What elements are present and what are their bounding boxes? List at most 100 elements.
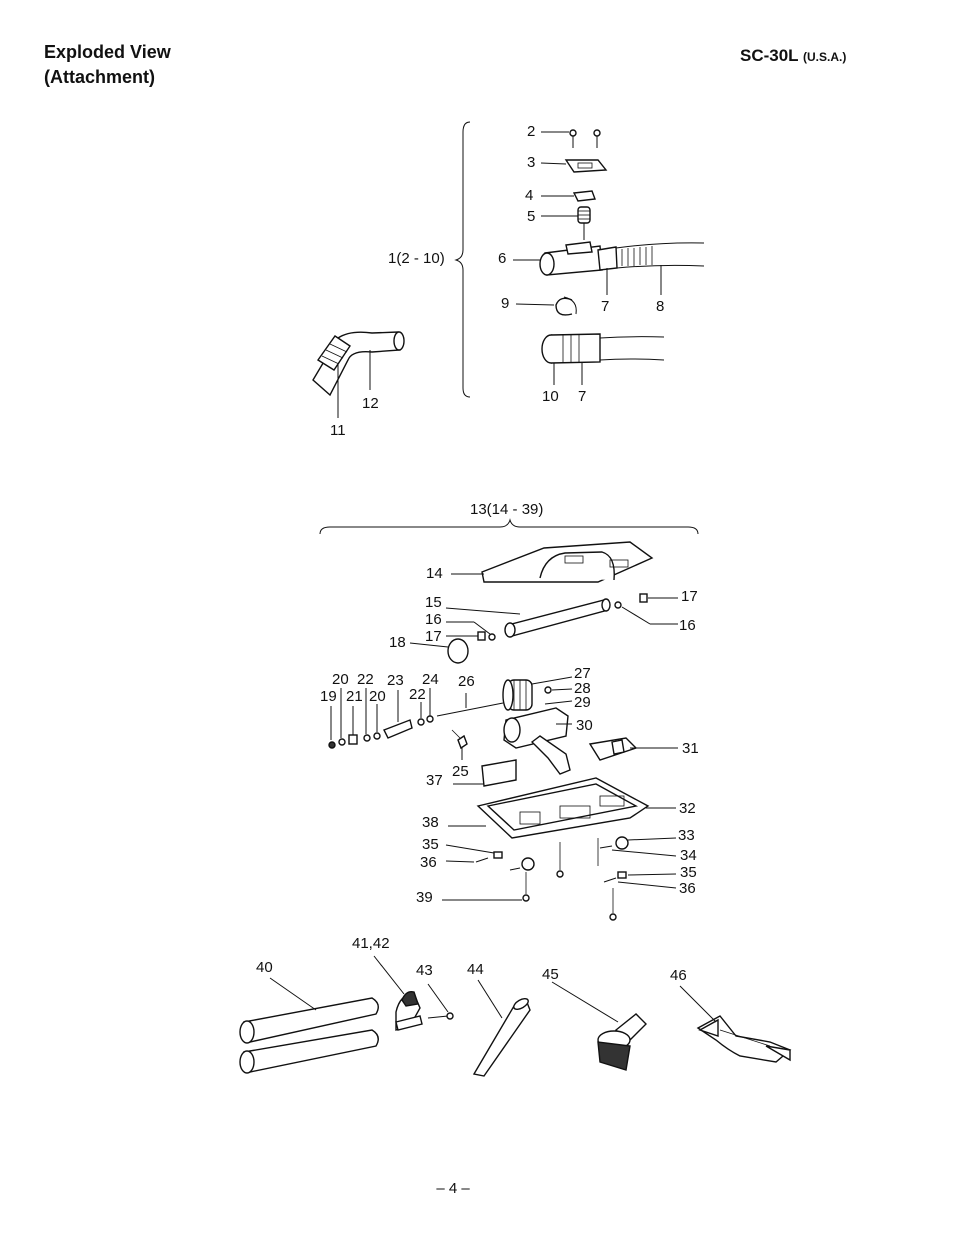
label-7b: 7 [578, 388, 586, 405]
label-24: 24 [422, 671, 439, 688]
plate-part-3 [564, 159, 608, 173]
bearing-part-16-left [488, 633, 496, 641]
label-35a: 35 [422, 836, 439, 853]
label-16b: 16 [679, 617, 696, 634]
washer-part-24 [426, 715, 434, 723]
nut-part-19 [328, 741, 336, 749]
pin-part-35-left [493, 851, 503, 859]
crevice-tool-part-44 [472, 998, 531, 1077]
nozzle-group-brace [319, 518, 699, 535]
label-27: 27 [574, 665, 591, 682]
wheel-part-33 [615, 836, 629, 850]
hose-assembly-group: 1(2 - 10) 2 3 4 5 [312, 121, 705, 439]
label-37: 37 [426, 772, 443, 789]
label-6: 6 [498, 250, 506, 267]
dusting-brush-part-45 [597, 1013, 647, 1071]
label-3: 3 [527, 154, 535, 171]
clip-ring-part-9 [555, 297, 573, 316]
label-45: 45 [542, 966, 559, 983]
bearing-part-16-right [614, 601, 622, 609]
title-line-2: (Attachment) [44, 67, 155, 87]
belt-part-18 [447, 638, 469, 664]
label-12: 12 [362, 395, 379, 412]
label-44: 44 [467, 961, 484, 978]
label-34: 34 [680, 847, 697, 864]
end-cap-part-17-right [639, 593, 648, 603]
shaft-part-26 [436, 702, 504, 717]
washer-part-20 [338, 738, 346, 746]
model-region: (U.S.A.) [803, 50, 847, 64]
label-22b: 22 [409, 686, 426, 703]
accessories-group: 40 41,42 43 44 45 [239, 935, 792, 1077]
label-5: 5 [527, 208, 535, 225]
page-number: – 4 – [436, 1180, 470, 1197]
label-16a: 16 [425, 611, 442, 628]
label-21: 21 [346, 688, 363, 705]
label-20b: 20 [369, 688, 386, 705]
hose-end-part-7 [599, 336, 665, 361]
label-33: 33 [678, 827, 695, 844]
label-19: 19 [320, 688, 337, 705]
brush-roll-part-15 [504, 598, 611, 638]
label-11: 11 [330, 422, 346, 439]
latch-part-4 [572, 190, 596, 202]
cuff-part-10 [541, 333, 601, 364]
label-17b: 17 [425, 628, 442, 645]
pulley-part-21 [348, 734, 358, 745]
model-name: SC-30L [740, 46, 799, 65]
label-9: 9 [501, 295, 509, 312]
washer-part-20b [373, 732, 381, 740]
label-25: 25 [452, 763, 469, 780]
bracket-part-37 [481, 759, 517, 787]
turbine-part-27 [502, 679, 533, 711]
label-35b: 35 [680, 864, 697, 881]
label-38: 38 [422, 814, 439, 831]
label-22a: 22 [357, 671, 374, 688]
nozzle-group-label: 13(14 - 39) [470, 501, 543, 518]
label-8: 8 [656, 298, 664, 315]
wand-clip-part-41-42 [395, 990, 423, 1031]
label-29: 29 [574, 694, 591, 711]
label-41-42: 41,42 [352, 935, 390, 952]
label-31: 31 [682, 740, 699, 757]
hose-group-brace [454, 121, 471, 398]
tool-holder-part-46 [696, 1015, 792, 1063]
label-36a: 36 [420, 854, 437, 871]
label-40: 40 [256, 959, 273, 976]
label-17a: 17 [681, 588, 698, 605]
swivel-part-11 [317, 335, 351, 371]
wheel-part-39 [521, 857, 535, 871]
axle-part-34 [599, 845, 613, 849]
spring-part-5 [577, 206, 591, 224]
pin-part-35-right [617, 871, 627, 879]
label-10: 10 [542, 388, 559, 405]
label-18: 18 [389, 634, 406, 651]
hose-group-label: 1(2 - 10) [388, 250, 445, 267]
extension-wand-part-40 [239, 997, 379, 1074]
label-26: 26 [458, 673, 475, 690]
top-cover-part-14 [481, 541, 654, 583]
hose-part-8 [615, 242, 705, 269]
end-cap-part-17-left [477, 631, 486, 641]
label-36b: 36 [679, 880, 696, 897]
label-46: 46 [670, 967, 687, 984]
label-4: 4 [525, 187, 533, 204]
nozzle-assembly-group: 13(14 - 39) 14 15 16 17 18 [319, 501, 699, 921]
rod-part-36-right [603, 877, 617, 883]
spring-part-25 [457, 734, 468, 750]
washer-part-22 [363, 734, 371, 742]
bracket-part-23 [383, 719, 413, 739]
washer-part-22b [417, 718, 425, 726]
label-23: 23 [387, 672, 404, 689]
rod-part-36-left [475, 857, 489, 863]
label-28: 28 [574, 680, 591, 697]
label-15: 15 [425, 594, 442, 611]
base-plate-part-32 [476, 777, 650, 839]
screw-part-43 [427, 1012, 454, 1020]
page-title: Exploded View (Attachment) [44, 40, 171, 90]
label-43: 43 [416, 962, 433, 979]
label-39: 39 [416, 889, 433, 906]
screw-part-2 [569, 129, 601, 148]
hose-grip-part-6 [539, 241, 618, 276]
